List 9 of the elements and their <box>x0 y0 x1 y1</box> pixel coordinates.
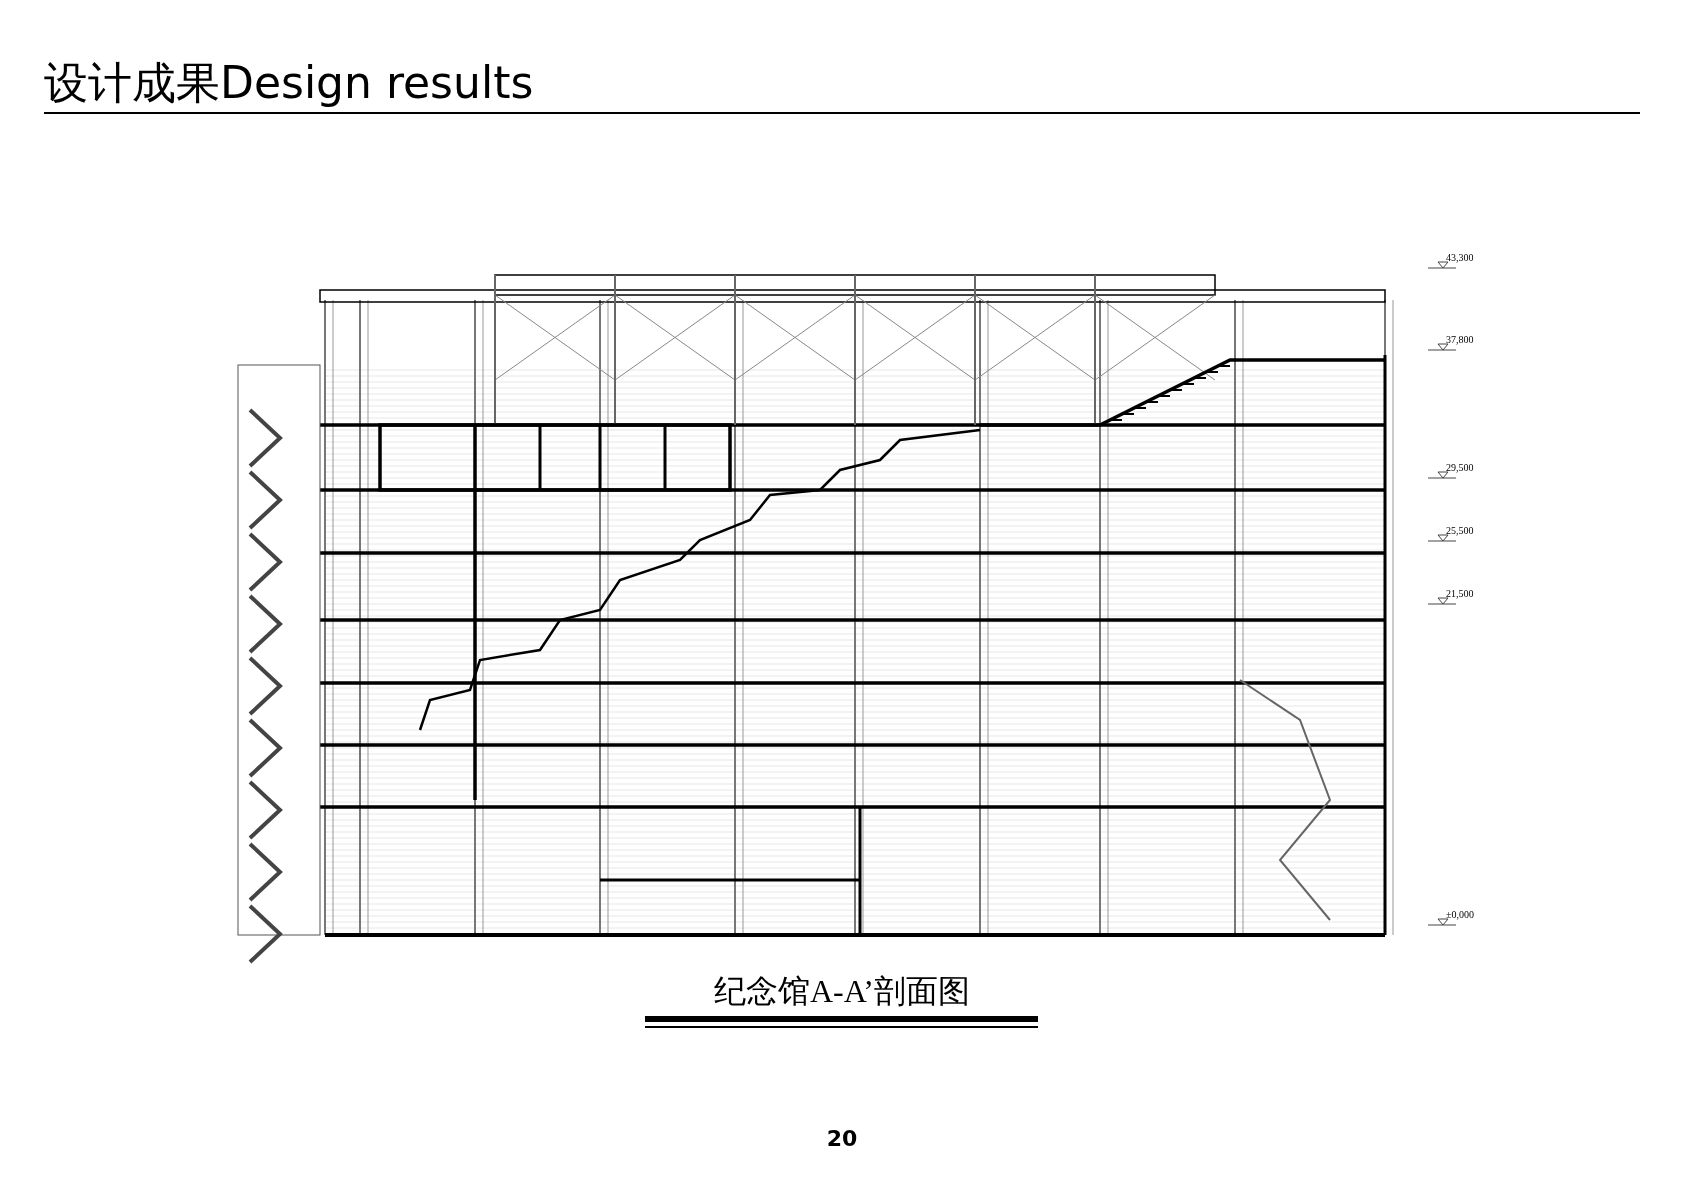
drawing-caption: 纪念馆A-A’剖面图 <box>714 972 970 1011</box>
elevation-label: 43,300 <box>1446 252 1474 263</box>
elevation-label: 37,800 <box>1446 334 1474 345</box>
page-number: 20 <box>826 1126 858 1151</box>
elevation-label: 25,500 <box>1446 525 1474 536</box>
elevation-label: ±0,000 <box>1446 909 1474 920</box>
page-title: 设计成果Design results <box>44 58 534 108</box>
elevation-label: 29,500 <box>1446 462 1474 473</box>
elevation-label: 21,500 <box>1446 588 1474 599</box>
